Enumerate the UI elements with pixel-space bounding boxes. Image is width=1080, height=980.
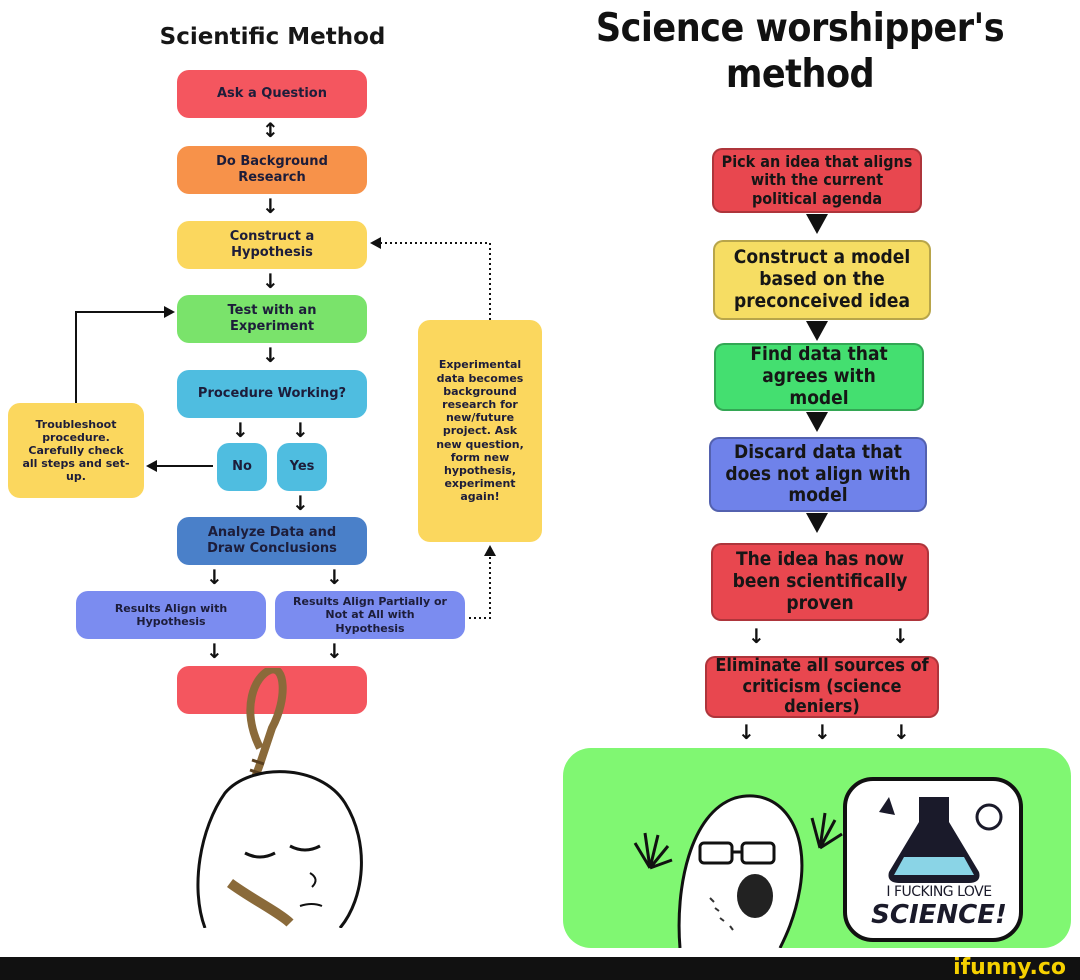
construct-model-box: Construct a model based on the preconcei… [713,240,931,320]
yes-label: Yes [289,459,315,475]
down-arrow-icon: ↓ [262,269,279,293]
flask-liquid [894,857,974,875]
down-arrow-icon: ↓ [892,624,909,648]
background-research-label: Do Background Research [216,154,328,185]
footer-bar [0,957,1080,980]
ask-question-label: Ask a Question [217,86,327,102]
watermark-logo: ifunny.co [953,955,1066,980]
background-research-box: Do Background Research [177,146,367,194]
soyjak-head [677,794,804,948]
wojak-left-eye [244,851,276,859]
results-partial-label: Results Align Partially or Not at All wi… [293,595,447,635]
proven-label: The idea has now been scientifically pro… [732,548,908,614]
results-align-box: Results Align with Hypothesis [76,591,266,639]
wojak-right-eye [289,844,321,852]
experimental-data-label: Experimental data becomes background res… [436,358,524,504]
analyze-box: Analyze Data and Draw Conclusions [177,517,367,565]
noose-neck [227,878,294,927]
down-arrow-icon: ↓ [738,720,755,744]
results-align-label: Results Align with Hypothesis [114,601,228,628]
hypothesis-box: Construct a Hypothesis [177,221,367,269]
down-arrow-icon: ↓ [262,194,279,218]
eliminate-box: Eliminate all sources of criticism (scie… [705,654,939,718]
dotted-to-hypothesis [378,242,491,320]
experiment-label: Test with an Experiment [227,303,317,334]
down-arrow-icon: ↓ [292,418,309,442]
dotted-from-partial [469,556,491,619]
noose-rope [246,668,287,788]
down-arrow-icon: ↓ [748,624,765,648]
right-title: Science worshipper's method [595,6,1005,97]
science-flask-icon [879,797,1003,883]
no-box: No [217,443,267,491]
down-triangle-icon [806,513,828,533]
wojak-head [196,770,363,928]
soyjak-left-hand [633,832,673,870]
analyze-label: Analyze Data and Draw Conclusions [207,525,337,556]
soyjak-beard [709,897,734,931]
logo-line1: I FUCKING LOVE [886,884,992,900]
procedure-label: Procedure Working? [197,386,347,402]
find-data-label: Find data that agrees with model [750,343,888,409]
down-arrow-icon: ↓ [206,639,223,663]
troubleshoot-loop-line [75,311,166,403]
loop-arrowhead [164,306,175,318]
troubleshoot-arrowhead [146,460,157,472]
down-arrow-icon: ↓ [893,720,910,744]
troubleshoot-box: Troubleshoot procedure. Carefully check … [8,403,144,498]
rocket-icon [879,797,895,815]
pick-idea-box: Pick an idea that aligns with the curren… [712,148,922,213]
wojak-nose [309,872,317,888]
atom-icon [975,803,1003,831]
down-triangle-icon [806,321,828,341]
sad-wojak-noose [196,668,363,928]
down-arrow-icon: ↓ [814,720,831,744]
procedure-box: Procedure Working? [177,370,367,418]
no-label: No [232,459,252,475]
dotted-arrowhead-top [370,237,381,249]
wojak-mouth [299,903,323,907]
logo-line2: SCIENCE! [871,900,1007,930]
down-triangle-icon [806,214,828,234]
proven-box: The idea has now been scientifically pro… [711,543,929,621]
left-connectors [75,237,496,619]
soyjak-mouth [737,874,773,918]
down-arrow-icon: ↓ [262,343,279,367]
eliminate-label: Eliminate all sources of criticism (scie… [715,654,929,718]
hypothesis-label: Construct a Hypothesis [229,229,315,260]
results-partial-box: Results Align Partially or Not at All wi… [275,591,465,639]
yes-box: Yes [277,443,327,491]
blank-red-box [177,666,367,714]
down-arrow-icon: ↓ [206,565,223,589]
experimental-data-box: Experimental data becomes background res… [418,320,542,542]
find-data-box: Find data that agrees with model [714,343,924,411]
down-arrow-icon: ↓ [326,639,343,663]
soyjak-drawing [633,794,843,948]
down-arrow-icon: ↓ [326,565,343,589]
down-arrow-icon: ↓ [232,418,249,442]
troubleshoot-label: Troubleshoot procedure. Carefully check … [22,417,130,484]
down-arrow-icon: ↓ [292,491,309,515]
updown-arrow-icon: ↕ [262,118,279,142]
down-triangle-icon [806,412,828,432]
science-logo: I FUCKING LOVE SCIENCE! [859,884,1019,930]
experiment-box: Test with an Experiment [177,295,367,343]
soyjak-right-hand [810,812,843,850]
left-title: Scientific Method [159,24,386,50]
discard-data-box: Discard data that does not align with mo… [709,437,927,512]
construct-model-label: Construct a model based on the preconcei… [733,246,911,312]
pick-idea-label: Pick an idea that aligns with the curren… [721,151,913,208]
discard-data-label: Discard data that does not align with mo… [725,440,911,507]
ask-question-box: Ask a Question [177,70,367,118]
speech-bubble: I FUCKING LOVE SCIENCE! [843,777,1023,942]
dotted-arrowhead-bottom [484,545,496,556]
